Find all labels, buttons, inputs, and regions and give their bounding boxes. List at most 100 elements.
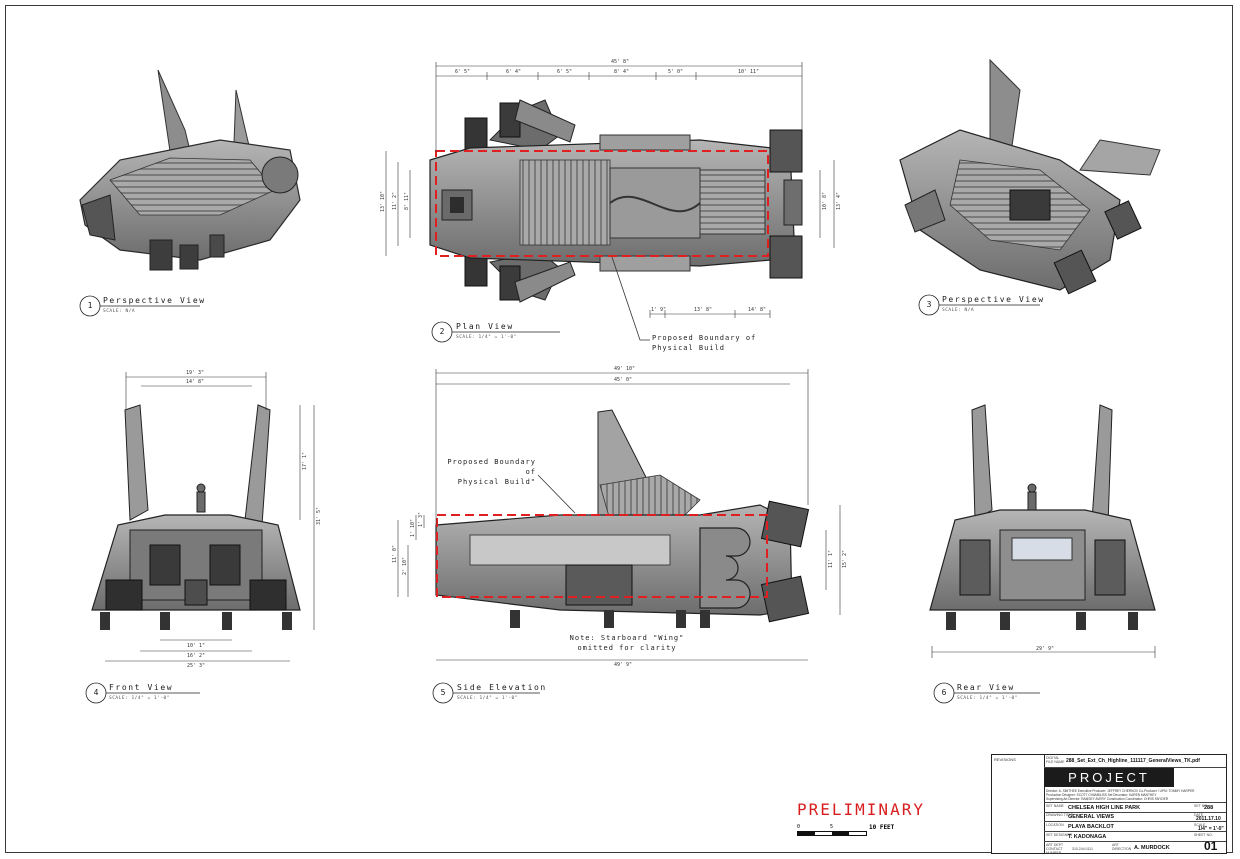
dim-plan-left-1: 13' 10" (380, 190, 386, 212)
title-block-main: DIGITAL FILE NAME 288_Set_Ext_Ch_Highlin… (1044, 755, 1226, 855)
perspective-view-1-ship (79, 69, 301, 271)
digital-file-name: 288_Set_Ext_Ch_Highline_111117_GeneralVi… (1066, 758, 1200, 764)
sheet-no-label: SHEET NO. (1194, 833, 1213, 837)
revisions-label: REVISIONS (994, 757, 1016, 762)
revisions-column: REVISIONS (992, 755, 1045, 853)
set-no-value: 288 (1204, 805, 1214, 811)
set-no-label: SET NO. (1194, 804, 1208, 808)
dim-side-bottom: 49' 9" (614, 662, 633, 668)
side-boundary-note: Proposed Boundary of Physical Build" (442, 457, 536, 487)
dim-plan-overall: 45' 8" (611, 59, 630, 65)
dim-rear-bottom: 29' 9" (1036, 646, 1055, 652)
scale-ten-feet: 10 FEET (869, 824, 895, 831)
side-boundary-note-line-2: Physical Build" (457, 478, 536, 486)
dim-side-left-3: 1' 10" (410, 518, 416, 537)
scale-bar-outline (797, 831, 867, 836)
view-title-4: Front View (109, 683, 174, 692)
dim-plan-right-1: 10' 8" (822, 191, 828, 210)
dim-plan-seg-4: 8' 4" (614, 69, 630, 75)
view-title-5: Side Elevation (457, 683, 547, 692)
dim-plan-bottom-3: 14' 8" (748, 307, 767, 313)
side-dimension-lines (397, 369, 841, 661)
location-value: PLAYA BACKLOT (1068, 824, 1114, 830)
dim-plan-seg-6: 10' 11" (738, 69, 760, 75)
art-dept-number: 310.244.0111 (1072, 847, 1093, 851)
set-name-value: CHELSEA HIGH LINE PARK (1068, 805, 1141, 811)
dim-front-top-2: 14' 8" (186, 379, 205, 385)
dim-front-bottom-1: 10' 1" (187, 643, 206, 649)
dim-plan-seg-3: 6' 5" (557, 69, 573, 75)
set-name-label: SET NAME (1046, 804, 1064, 808)
art-dept-label: ART DEPT CONTACT NUMBER (1046, 843, 1064, 855)
drawing-title-row: DRAWING TITLE GENERAL VIEWS DATE 2011.17… (1044, 812, 1226, 822)
digital-file-row: DIGITAL FILE NAME 288_Set_Ext_Ch_Highlin… (1044, 755, 1226, 768)
view-scale-2: SCALE: 1/4" = 1'-0" (456, 335, 517, 340)
view-title-3: Perspective View (942, 295, 1045, 304)
view-number-5: 5 (440, 688, 446, 697)
plan-dimension-lines (385, 62, 835, 318)
dim-side-top-1: 49' 10" (614, 366, 636, 372)
preliminary-stamp: PRELIMINARY (797, 800, 925, 819)
view-number-1: 1 (87, 301, 93, 310)
view-number-6: 6 (941, 688, 947, 697)
plan-boundary-note-line-2: Physical Build (652, 344, 726, 352)
dim-plan-seg-5: 5' 0" (668, 69, 684, 75)
dim-plan-left-3: 8' 11" (404, 191, 410, 210)
dim-front-bottom-3: 25' 3" (187, 663, 206, 669)
dim-front-bottom-2: 16' 2" (187, 653, 206, 659)
view-title-1: Perspective View (103, 296, 206, 305)
credits-line-1: Director: A. SMITHEE Executive Producer:… (1046, 789, 1195, 793)
starboard-wing-note: Note: Starboard "Wing" omitted for clari… (567, 633, 687, 653)
set-designer-value: T. KADONAGA (1068, 834, 1107, 840)
dim-plan-seg-1: 6' 5" (455, 69, 471, 75)
scale-five: 5 (830, 824, 834, 830)
scale-value: 1/4" = 1'-0" (1198, 826, 1224, 832)
location-label: LOCATION (1046, 823, 1064, 827)
wing-note-line-1: Note: Starboard "Wing" (569, 634, 685, 642)
view-number-3: 3 (926, 300, 932, 309)
dim-side-left-1: 11' 0" (392, 544, 398, 563)
art-direction-value: A. MURDOCK (1134, 845, 1170, 851)
sheet-no-value: 01 (1204, 839, 1218, 853)
scale-label: SCALE (1194, 823, 1206, 827)
dim-side-left-4: 1' 3" (418, 511, 424, 527)
side-elevation-ship (435, 409, 810, 628)
side-view-boundary (436, 514, 768, 598)
view-label-markers (79, 294, 1040, 704)
date-label: DATE (1194, 813, 1204, 817)
plan-view-boundary (435, 150, 769, 257)
dim-front-top-1: 19' 3" (186, 370, 205, 376)
project-logo: PROJECT (1044, 768, 1174, 787)
dim-side-right-1: 11' 1" (828, 549, 834, 568)
scale-zero: 0 (797, 824, 801, 830)
dim-side-top-2: 45' 0" (614, 377, 633, 383)
wing-note-line-2: omitted for clarity (577, 644, 677, 652)
view-title-6: Rear View (957, 683, 1015, 692)
scale-bar-fill-2 (832, 832, 849, 835)
drawing-title-label: DRAWING TITLE (1046, 813, 1074, 817)
plan-boundary-note-line-1: Proposed Boundary of (652, 334, 757, 342)
dim-plan-seg-2: 6' 4" (506, 69, 522, 75)
plan-boundary-note: Proposed Boundary of Physical Build (652, 333, 756, 353)
dim-front-right-1: 17' 1" (302, 451, 308, 470)
digital-file-label: DIGITAL FILE NAME (1046, 756, 1065, 764)
front-dimension-lines (105, 372, 315, 662)
dim-plan-left-2: 11' 2" (392, 191, 398, 210)
credits-line-2: Production Designer: SCOTT CHAMBLISS Set… (1046, 793, 1157, 797)
front-view-ship (91, 404, 301, 630)
dim-plan-bottom-2: 13' 8" (694, 307, 713, 313)
art-dept-row: ART DEPT CONTACT NUMBER 310.244.0111 ART… (1044, 842, 1226, 855)
view-scale-1: SCALE: N/A (103, 309, 136, 314)
credits-line-3: Supervising Art Director: RAMSEY AVERY C… (1046, 797, 1168, 801)
view-number-4: 4 (93, 688, 99, 697)
view-title-2: Plan View (456, 322, 514, 331)
art-direction-label: ART DIRECTION (1112, 843, 1132, 851)
set-designer-label: SET DESIGNER (1046, 833, 1072, 837)
dim-plan-right-2: 13' 4" (836, 191, 842, 210)
dim-plan-bottom-1: 1' 9" (651, 307, 667, 313)
view-scale-6: SCALE: 1/4" = 1'-0" (957, 696, 1018, 701)
set-name-row: SET NAME CHELSEA HIGH LINE PARK SET NO. … (1044, 802, 1226, 813)
location-row: LOCATION PLAYA BACKLOT SCALE 1/4" = 1'-0… (1044, 822, 1226, 832)
